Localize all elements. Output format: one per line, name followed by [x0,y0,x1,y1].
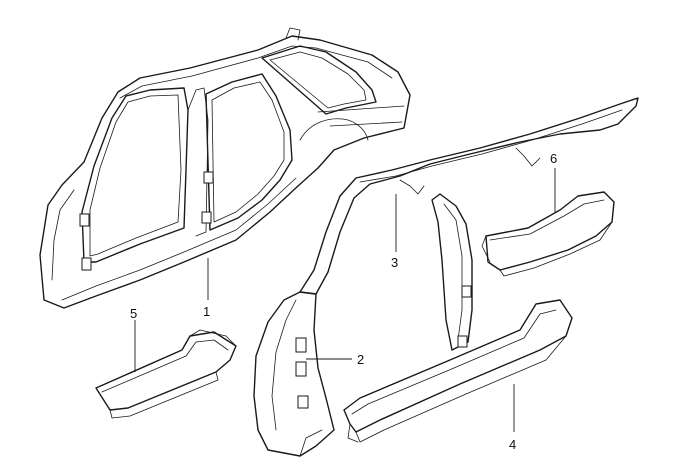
hinge-icon [295,337,307,353]
hinge-icon [81,257,92,271]
hinge-icon [457,335,468,348]
callout-5: 5 [130,306,137,321]
hinge-icon [461,285,472,298]
side-frame-part-1 [39,27,411,309]
leader-lines [134,168,556,432]
callout-6: 6 [550,151,557,166]
callout-labels: 1 2 3 4 5 6 [130,151,557,452]
hinge-icon [201,211,212,224]
callout-2: 2 [357,352,364,367]
callout-3: 3 [391,255,398,270]
a-pillar-part-2 [253,97,639,457]
hinge-icon [203,171,214,184]
callout-1: 1 [203,304,210,319]
b-pillar-sill-part-4 [343,193,573,443]
hinge-icon [79,213,90,227]
sill-section-part-5 [95,329,237,419]
callout-4: 4 [509,437,516,452]
rear-sill-part-6 [481,191,615,277]
hinge-icon [297,395,309,409]
hinge-icon [295,361,307,377]
